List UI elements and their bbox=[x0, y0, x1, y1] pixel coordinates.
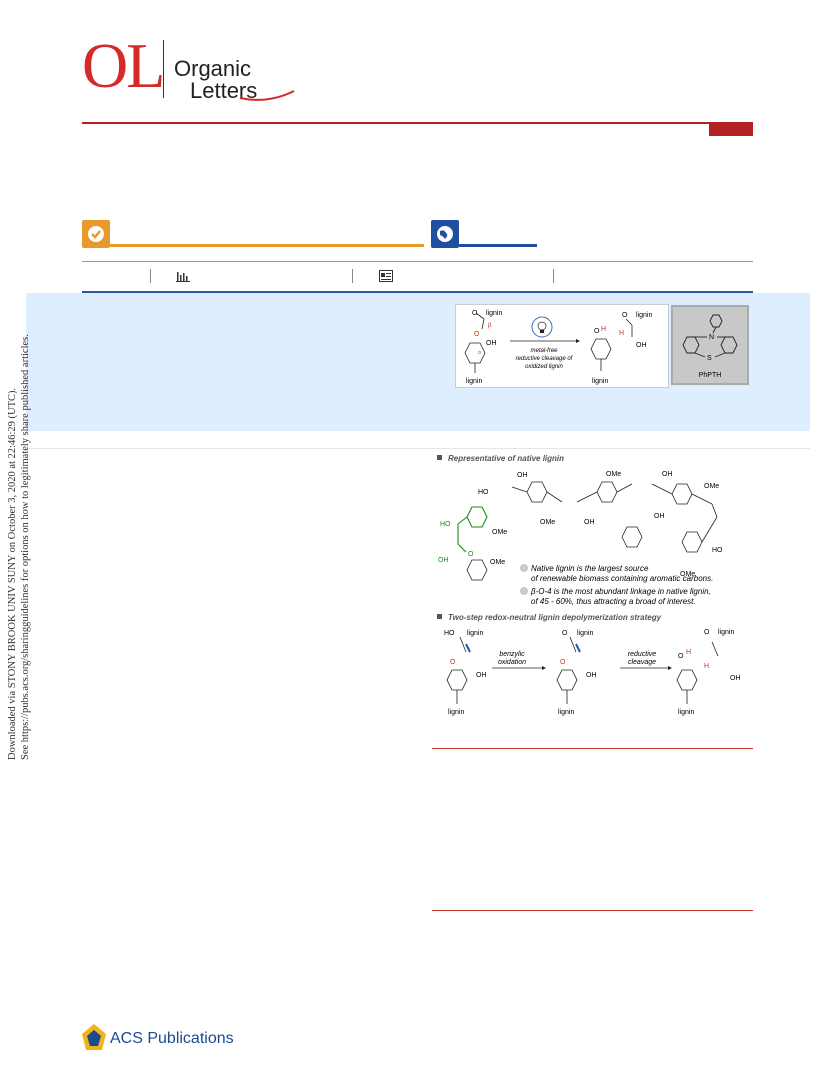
svg-text:OMe: OMe bbox=[490, 559, 505, 566]
svg-text:O: O bbox=[562, 630, 568, 637]
journal-logo-abbrev: OL bbox=[82, 30, 165, 101]
svg-text:of renewable biomass containin: of renewable biomass containing aromatic… bbox=[531, 574, 713, 583]
lignin-figure: Representative of native lignin OH HO OM… bbox=[437, 454, 741, 716]
svg-text:N: N bbox=[709, 334, 714, 341]
svg-text:oxidation: oxidation bbox=[498, 659, 526, 666]
bullet-icon bbox=[437, 455, 442, 460]
svg-text:O: O bbox=[474, 331, 480, 338]
svg-text:OH: OH bbox=[730, 675, 741, 682]
globe-bar bbox=[459, 244, 537, 247]
svg-text:O: O bbox=[678, 653, 684, 660]
download-notice-line1: Downloaded via STONY BROOK UNIV SUNY on … bbox=[7, 388, 18, 760]
svg-text:OH: OH bbox=[654, 513, 665, 520]
svg-text:lignin: lignin bbox=[486, 310, 502, 317]
svg-text:lignin: lignin bbox=[467, 630, 483, 637]
metrics-divider bbox=[553, 269, 554, 283]
svg-text:HO: HO bbox=[712, 547, 723, 554]
metrics-divider bbox=[150, 269, 151, 283]
figure-rule-bottom bbox=[432, 910, 753, 911]
svg-text:O: O bbox=[704, 629, 710, 636]
download-notice: Downloaded via STONY BROOK UNIV SUNY on … bbox=[7, 334, 31, 760]
svg-text:O: O bbox=[468, 551, 474, 558]
svg-text:lignin: lignin bbox=[466, 378, 482, 385]
download-notice-line2: See https://pubs.acs.org/sharingguidelin… bbox=[20, 334, 31, 760]
svg-text:metal-free: metal-free bbox=[530, 348, 558, 354]
header-tab bbox=[709, 124, 753, 136]
svg-text:β: β bbox=[488, 323, 492, 329]
svg-text:OMe: OMe bbox=[704, 483, 719, 490]
toc-reaction-scheme: O lignin β O OH α lignin metal-free redu… bbox=[464, 310, 652, 385]
check-badge-icon[interactable] bbox=[82, 220, 110, 248]
svg-text:HO: HO bbox=[444, 630, 455, 637]
svg-text:OMe: OMe bbox=[606, 471, 621, 478]
journal-name-line2: Letters bbox=[190, 78, 258, 103]
svg-text:α: α bbox=[478, 350, 481, 356]
svg-text:oxidized lignin: oxidized lignin bbox=[525, 364, 563, 370]
svg-text:OH: OH bbox=[662, 471, 673, 478]
metrics-divider bbox=[352, 269, 353, 283]
globe-icon[interactable] bbox=[431, 220, 459, 248]
svg-text:lignin: lignin bbox=[718, 629, 734, 636]
svg-text:H: H bbox=[686, 649, 691, 656]
bullet-icon bbox=[520, 564, 528, 572]
phpth-catalyst-panel: N S PhPTH bbox=[671, 305, 749, 385]
logo-separator bbox=[163, 40, 164, 98]
svg-text:O: O bbox=[560, 659, 566, 666]
journal-name: Organic Letters bbox=[174, 58, 257, 102]
metrics-bottom-rule bbox=[82, 291, 753, 293]
logo-swoosh-icon bbox=[239, 90, 295, 101]
svg-text:OH: OH bbox=[586, 672, 597, 679]
figure-section2-title: Two-step redox-neutral lignin depolymeri… bbox=[448, 613, 662, 622]
header-rule bbox=[82, 122, 753, 124]
svg-text:OMe: OMe bbox=[680, 571, 695, 578]
svg-text:OMe: OMe bbox=[492, 529, 507, 536]
svg-text:O: O bbox=[450, 659, 456, 666]
svg-text:OMe: OMe bbox=[540, 519, 555, 526]
figure-rule-top bbox=[432, 748, 753, 749]
svg-text:benzylic: benzylic bbox=[499, 651, 525, 658]
svg-text:lignin: lignin bbox=[678, 709, 694, 716]
article-icon[interactable] bbox=[379, 270, 393, 282]
svg-text:lignin: lignin bbox=[448, 709, 464, 716]
bullet-icon bbox=[437, 614, 442, 619]
section-rule bbox=[26, 448, 810, 449]
open-access-bar bbox=[110, 244, 424, 247]
phpth-structure: N S PhPTH bbox=[682, 314, 738, 379]
svg-text:OH: OH bbox=[476, 672, 487, 679]
toc-graphic: O lignin β O OH α lignin metal-free redu… bbox=[455, 304, 669, 388]
svg-text:OH: OH bbox=[636, 342, 647, 349]
svg-text:lignin: lignin bbox=[558, 709, 574, 716]
svg-text:OH: OH bbox=[584, 519, 595, 526]
figure-section1-title: Representative of native lignin bbox=[448, 454, 564, 463]
svg-text:H: H bbox=[704, 663, 709, 670]
publisher-name[interactable]: ACS Publications bbox=[110, 1030, 234, 1047]
svg-text:H: H bbox=[619, 330, 624, 337]
svg-text:Native lignin is the largest s: Native lignin is the largest source bbox=[531, 564, 649, 573]
journal-name-line1: Organic bbox=[174, 56, 252, 81]
svg-text:OH: OH bbox=[517, 472, 528, 479]
svg-text:O: O bbox=[472, 310, 478, 317]
svg-text:reductive cleavage of: reductive cleavage of bbox=[516, 356, 574, 362]
bullet-icon bbox=[520, 587, 528, 595]
svg-text:lignin: lignin bbox=[592, 378, 608, 385]
svg-text:β-O-4 is the most abundant lin: β-O-4 is the most abundant linkage in na… bbox=[530, 587, 711, 596]
svg-text:lignin: lignin bbox=[636, 312, 652, 319]
svg-text:H: H bbox=[601, 326, 606, 333]
acs-logo-icon[interactable] bbox=[80, 1022, 108, 1052]
catalyst-label: PhPTH bbox=[699, 372, 722, 379]
svg-text:HO: HO bbox=[478, 489, 489, 496]
svg-text:OH: OH bbox=[438, 557, 449, 564]
svg-text:lignin: lignin bbox=[577, 630, 593, 637]
svg-text:cleavage: cleavage bbox=[628, 659, 656, 666]
svg-text:reductive: reductive bbox=[628, 651, 657, 658]
bar-chart-icon[interactable] bbox=[176, 270, 190, 282]
svg-text:OH: OH bbox=[486, 340, 497, 347]
svg-text:HO: HO bbox=[440, 521, 451, 528]
svg-text:S: S bbox=[707, 355, 712, 362]
lightbulb-icon bbox=[531, 316, 553, 338]
svg-text:O: O bbox=[594, 328, 600, 335]
svg-text:of 45 - 60%, thus attracting a: of 45 - 60%, thus attracting a broad of … bbox=[531, 597, 696, 606]
svg-text:O: O bbox=[622, 312, 628, 319]
metrics-top-rule bbox=[82, 261, 753, 262]
